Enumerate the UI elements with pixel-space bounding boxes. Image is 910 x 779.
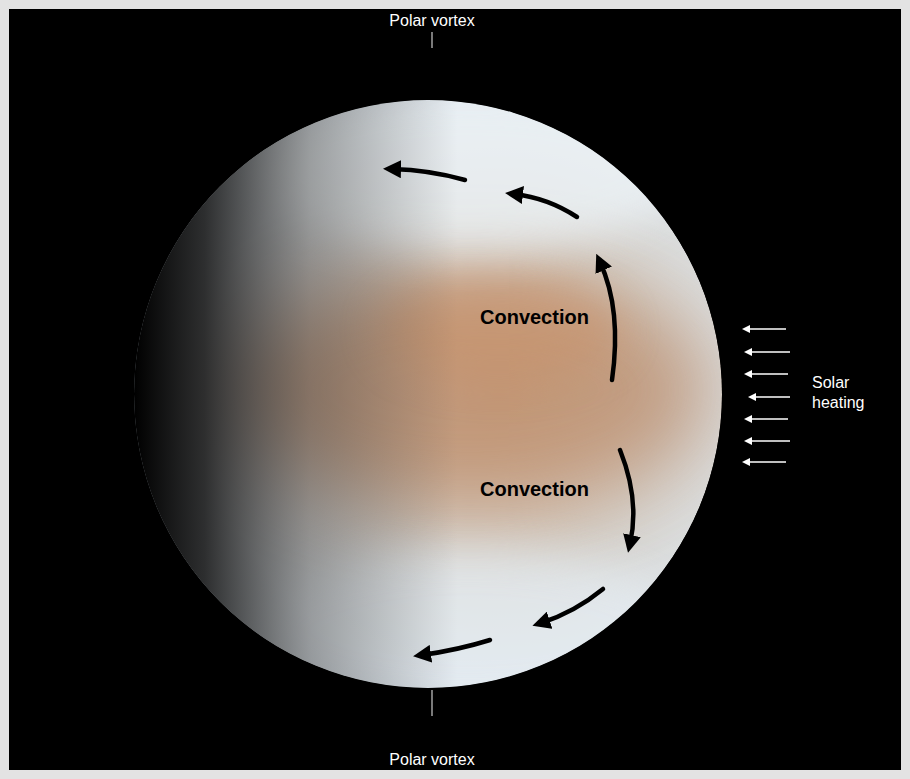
sunlight-arrow: [752, 396, 790, 398]
background-panel: [9, 9, 901, 770]
planet-body: [134, 100, 722, 688]
terminator-shadow: [134, 100, 722, 688]
convection-label: Convection: [480, 305, 620, 330]
sunlight-arrow: [746, 461, 786, 463]
convection-label: Convection: [480, 477, 620, 502]
sunlight-arrow: [748, 351, 790, 353]
sunlight-arrow: [748, 418, 788, 420]
circulation-arrow: [514, 194, 577, 217]
convection-arrow: [620, 450, 633, 544]
venus-disk: [134, 90, 722, 710]
sunlight-arrow: [746, 328, 786, 330]
leader-line: [431, 32, 432, 48]
solar-heating-label: Solar heating: [812, 373, 892, 413]
circulation-arrow: [392, 169, 465, 180]
circulation-arrows: [392, 169, 633, 655]
leader-line: [431, 690, 432, 716]
polar-vortex-label: Polar vortex: [332, 750, 532, 770]
solar-heating-arrows: [746, 329, 790, 462]
sunlight-arrow: [748, 373, 788, 375]
convection-arrow: [600, 262, 615, 380]
circulation-arrow: [541, 589, 603, 623]
circulation-arrow: [422, 640, 490, 655]
polar-vortex-label: Polar vortex: [332, 11, 532, 31]
sunlight-arrow: [748, 440, 790, 442]
